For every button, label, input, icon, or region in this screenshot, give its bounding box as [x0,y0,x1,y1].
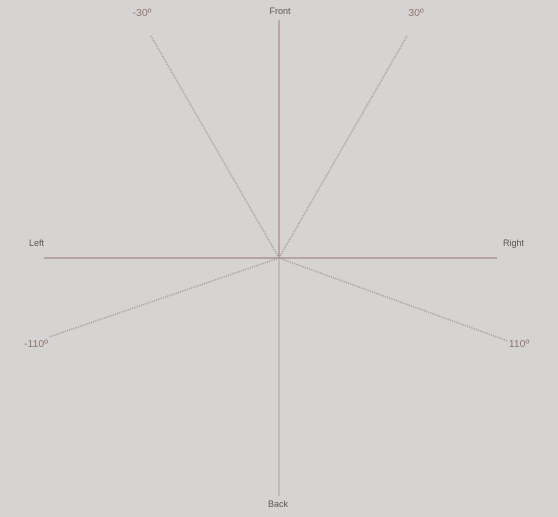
right-label: Right [503,238,525,248]
angle-line-minus-30 [150,35,280,259]
left-label: Left [29,238,45,248]
angle-label-30: 30º [408,7,424,19]
angle-line-minus-110 [48,257,280,338]
angle-label-minus-30: -30º [132,7,151,19]
angle-label-minus-110: -110º [24,338,48,350]
angle-line-110 [278,257,509,342]
front-label: Front [269,6,291,16]
back-label: Back [268,499,289,509]
angle-line-30 [278,35,408,259]
angle-label-110: 110º [509,338,530,350]
